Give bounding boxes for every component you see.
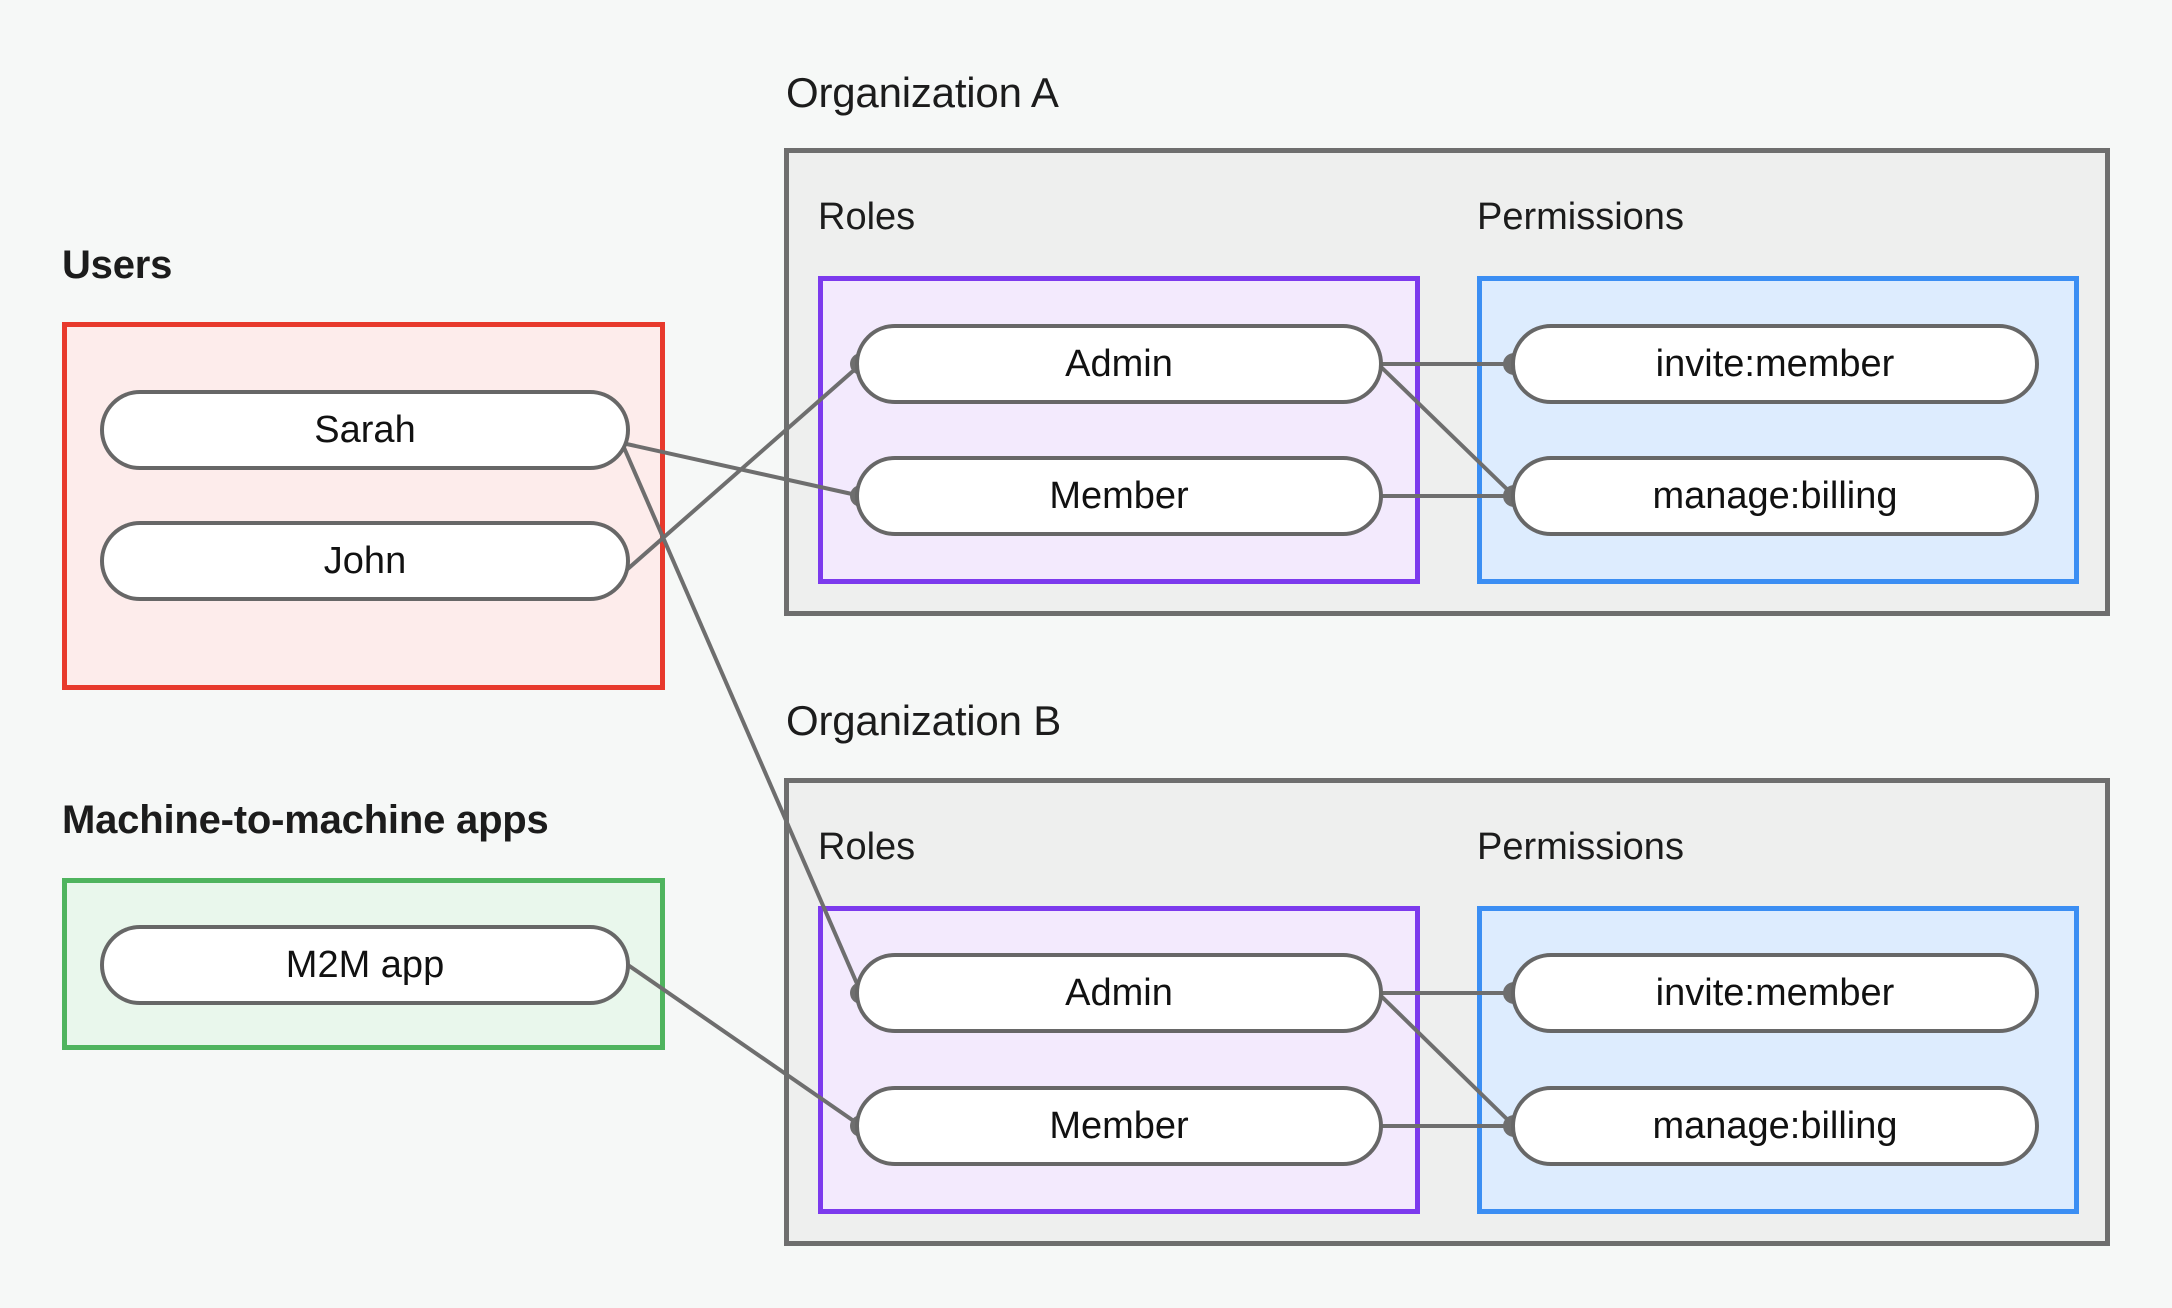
node-org-b-role-member[interactable]: Member <box>855 1086 1383 1166</box>
org-b-roles-heading: Roles <box>818 826 916 868</box>
node-user-john[interactable]: John <box>100 521 630 601</box>
org-a-heading: Organization A <box>786 69 1059 116</box>
node-m2m-app[interactable]: M2M app <box>100 925 630 1005</box>
org-a-permissions-group <box>1477 276 2079 584</box>
node-org-a-permission-manage-billing[interactable]: manage:billing <box>1511 456 2039 536</box>
m2m-heading: Machine-to-machine apps <box>62 798 549 842</box>
node-org-a-role-admin[interactable]: Admin <box>855 324 1383 404</box>
node-org-b-role-admin[interactable]: Admin <box>855 953 1383 1033</box>
org-b-heading: Organization B <box>786 697 1062 744</box>
node-org-b-permission-manage-billing[interactable]: manage:billing <box>1511 1086 2039 1166</box>
node-org-b-permission-invite-member[interactable]: invite:member <box>1511 953 2039 1033</box>
org-a-permissions-heading: Permissions <box>1477 196 1684 238</box>
org-a-roles-group <box>818 276 1420 584</box>
node-user-sarah[interactable]: Sarah <box>100 390 630 470</box>
node-org-a-permission-invite-member[interactable]: invite:member <box>1511 324 2039 404</box>
node-org-a-role-member[interactable]: Member <box>855 456 1383 536</box>
users-group <box>62 322 665 690</box>
org-b-permissions-heading: Permissions <box>1477 826 1684 868</box>
users-heading: Users <box>62 243 173 287</box>
org-a-roles-heading: Roles <box>818 196 916 238</box>
